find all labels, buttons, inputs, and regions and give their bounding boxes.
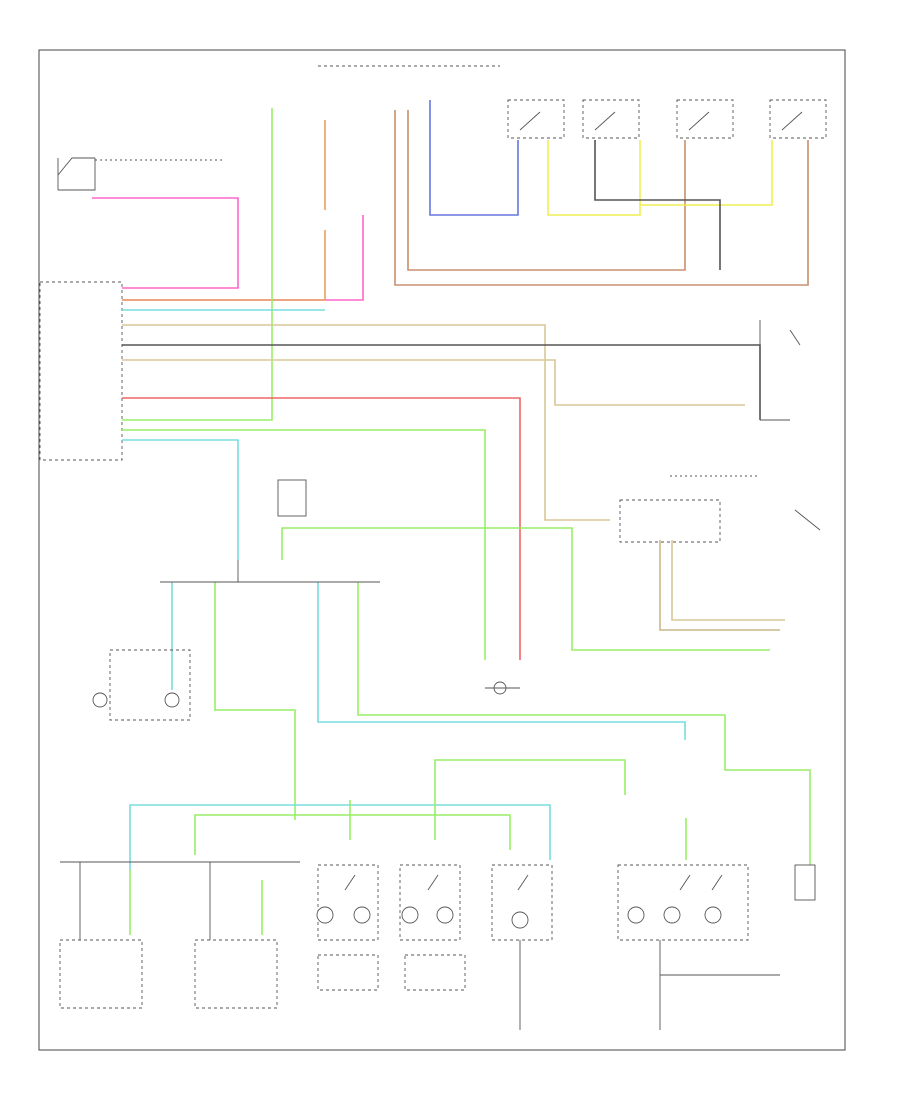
- wires: [92, 100, 811, 935]
- wire-tan: [122, 324, 610, 521]
- wire-yellow: [547, 140, 641, 216]
- lower-components: [59, 320, 821, 1030]
- lamp-module-right-bottom: [194, 939, 278, 1009]
- top-switch-group: [57, 65, 827, 191]
- diagram-border: [38, 49, 846, 1051]
- wire-red: [122, 397, 521, 660]
- switch-module-b: [399, 864, 461, 941]
- switch-module-a: [317, 864, 379, 941]
- fuse-right: [794, 864, 816, 901]
- relay-block: [277, 479, 307, 517]
- switch-box-3: [676, 99, 734, 139]
- wire-blue: [429, 100, 519, 216]
- switch-box-2: [582, 99, 640, 139]
- lamp-module-left: [109, 649, 191, 721]
- wire-light-green: [122, 108, 273, 421]
- lighting-control-module: [39, 281, 123, 461]
- switch-module-c: [491, 864, 553, 941]
- switch-module-d: [617, 864, 749, 941]
- wire-brown: [394, 110, 809, 286]
- wire-pink: [92, 197, 239, 289]
- switch-box-1: [507, 99, 565, 139]
- lamp-module-left-bottom: [59, 939, 143, 1009]
- switch-box-4: [769, 99, 827, 139]
